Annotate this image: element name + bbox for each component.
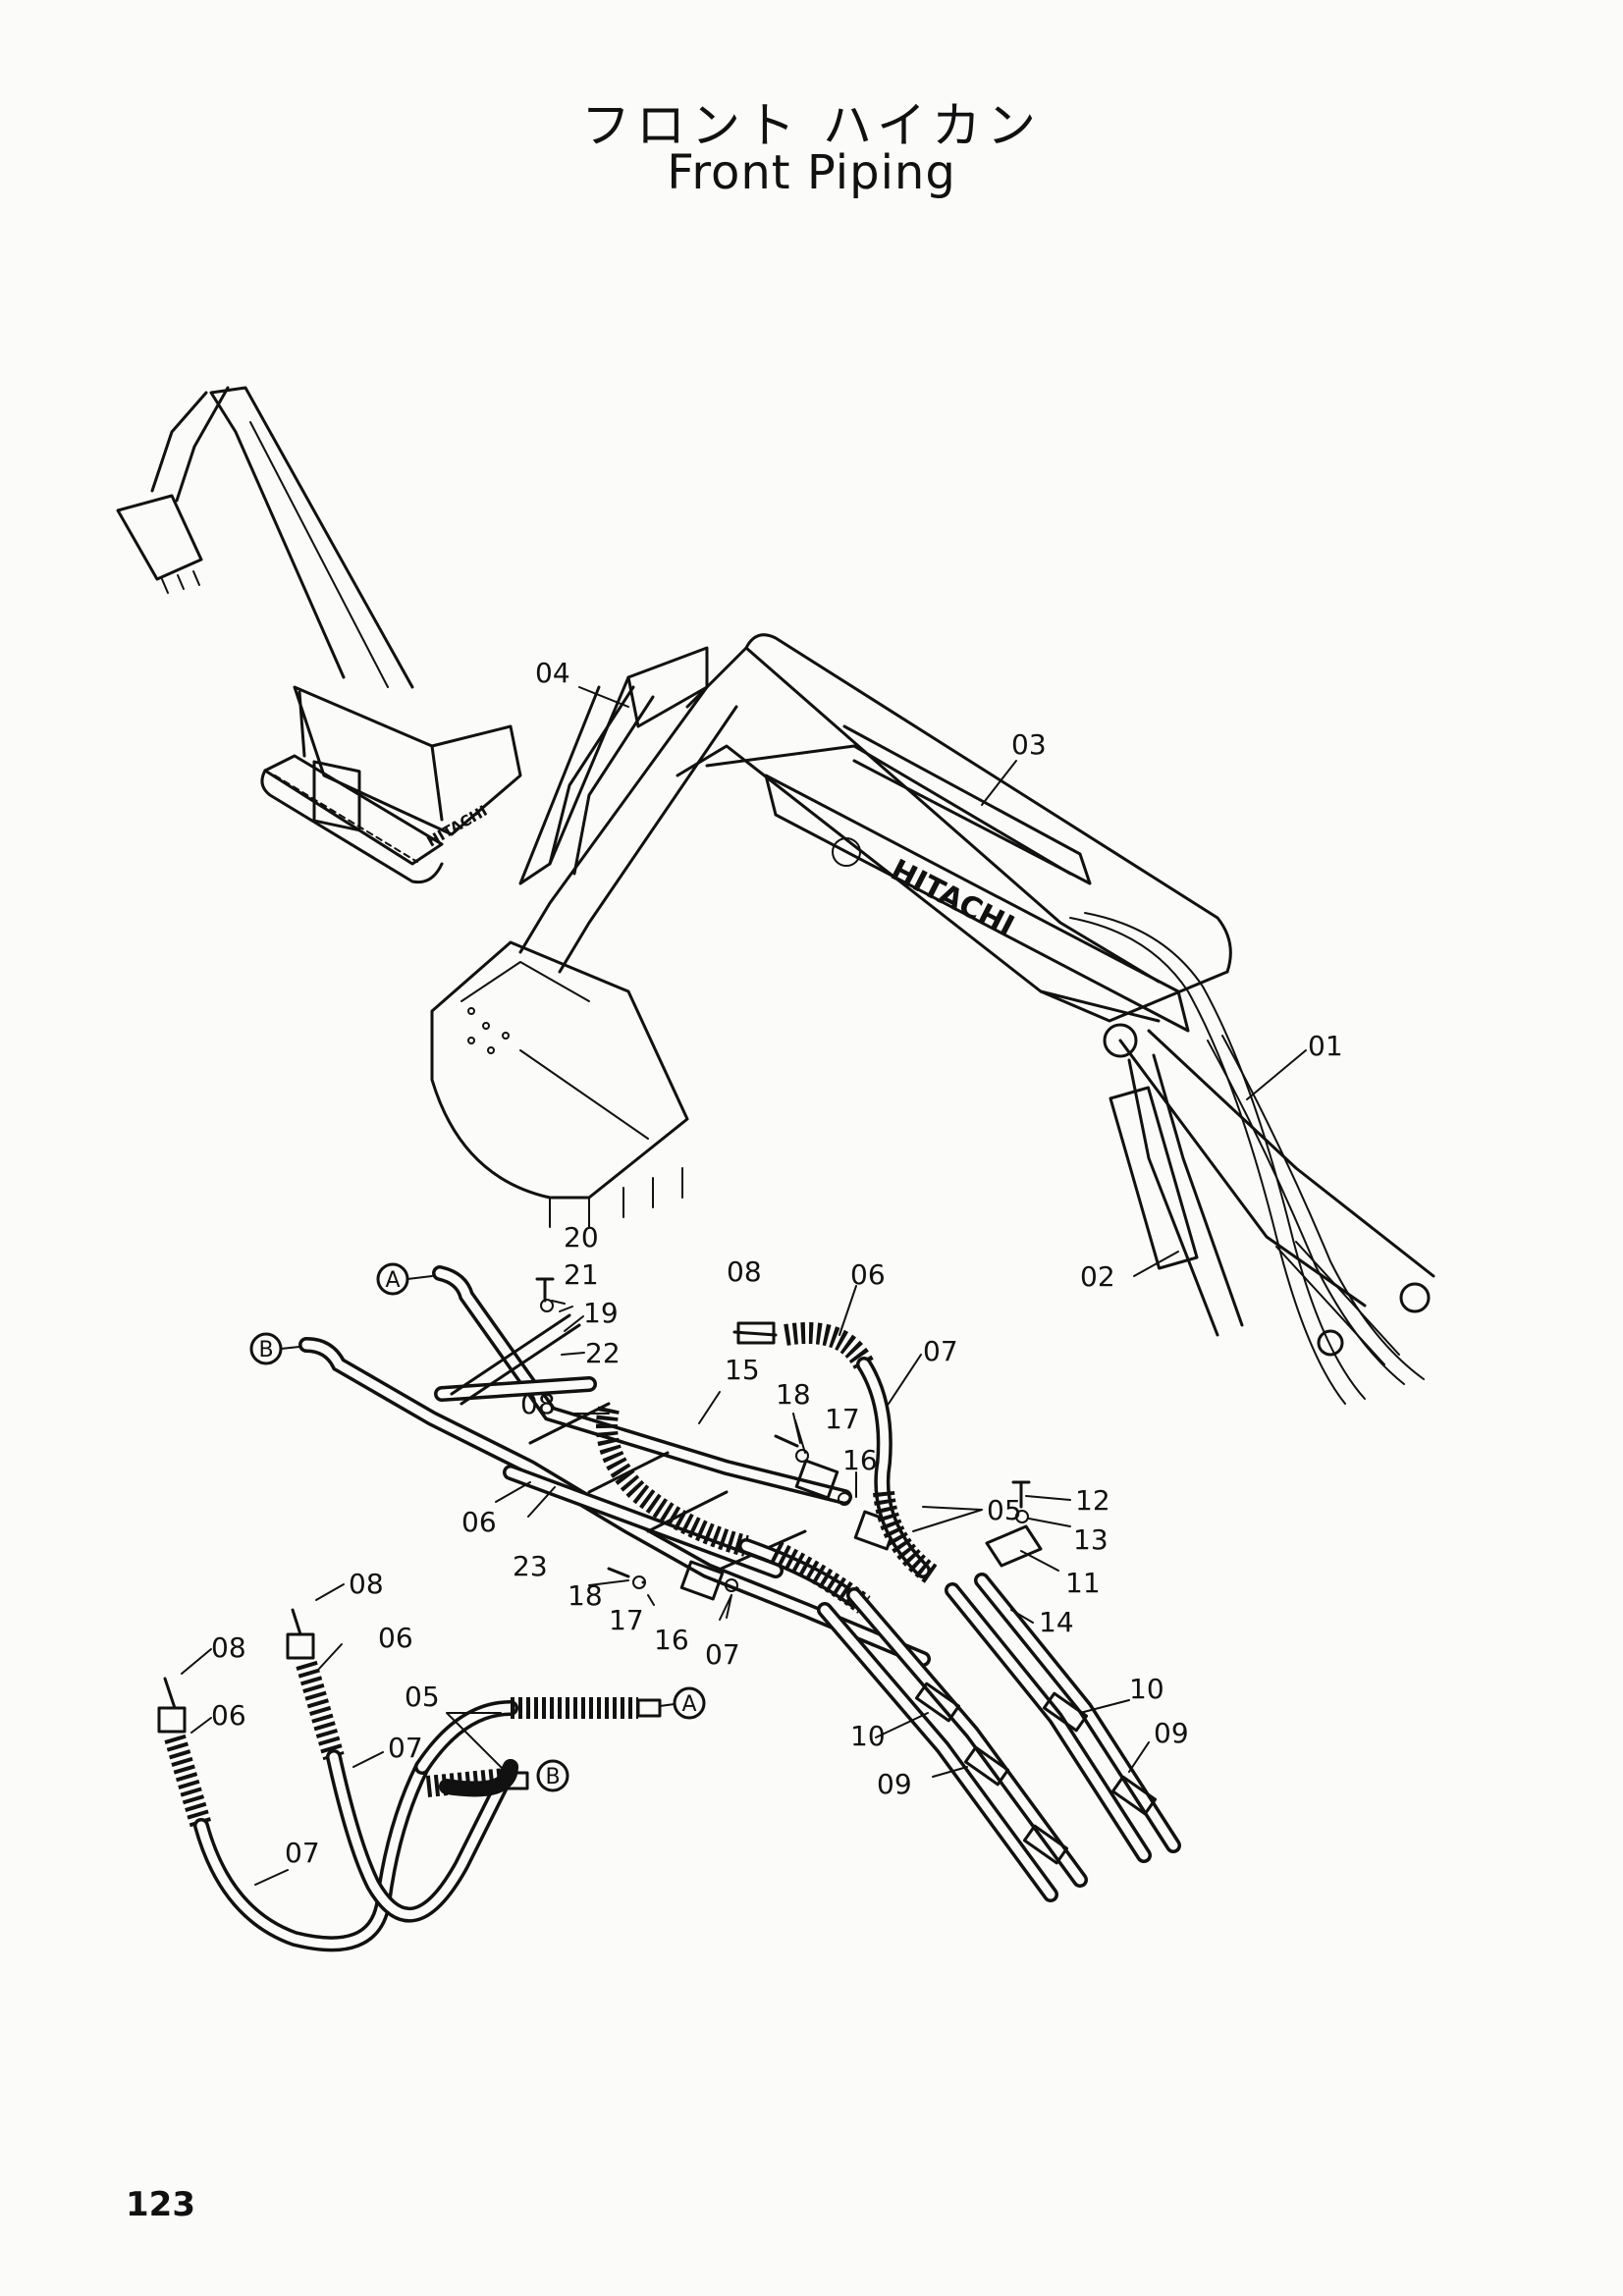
callout-17-left: 17 (609, 1604, 644, 1636)
callout-06-lower-left: 06 (211, 1699, 246, 1732)
callout-18-right: 18 (776, 1378, 811, 1411)
callout-06-lower-right: 06 (378, 1622, 413, 1654)
callout-07-lower-left: 07 (285, 1837, 320, 1869)
svg-text:A: A (385, 1268, 400, 1293)
callout-09-right: 09 (1154, 1717, 1189, 1749)
page-number: 123 (126, 2185, 195, 2224)
callout-06-mid: 06 (461, 1506, 497, 1538)
callout-05-right: 05 (987, 1494, 1022, 1526)
callout-05-lower: 05 (405, 1681, 440, 1713)
connection-marker-b-lower: B (536, 1759, 569, 1792)
callout-09-left: 09 (877, 1768, 912, 1800)
svg-text:B: B (258, 1338, 273, 1362)
callout-16-left: 16 (654, 1624, 689, 1656)
callout-12: 12 (1075, 1484, 1110, 1517)
callout-15: 15 (725, 1354, 760, 1386)
connection-marker-a-upper: A (376, 1262, 433, 1296)
callout-16-right: 16 (842, 1444, 878, 1476)
callout-08-mid: 08 (520, 1388, 556, 1420)
callout-07-lower-right: 07 (388, 1732, 423, 1764)
callout-22: 22 (585, 1337, 621, 1369)
callout-02: 02 (1080, 1260, 1115, 1293)
callout-13: 13 (1073, 1523, 1109, 1556)
callout-23: 23 (513, 1550, 548, 1582)
callout-14: 14 (1039, 1606, 1074, 1638)
connection-marker-a-lower: A (659, 1686, 706, 1720)
svg-text:A: A (681, 1692, 696, 1717)
callout-06-upper: 06 (850, 1258, 886, 1291)
callout-10-right: 10 (1129, 1673, 1164, 1705)
callout-03: 03 (1011, 728, 1047, 761)
callout-08-lower-right: 08 (349, 1568, 384, 1600)
callout-17-right: 17 (825, 1403, 860, 1435)
callout-07-mid: 07 (705, 1638, 740, 1671)
connection-marker-b-upper: B (249, 1332, 300, 1365)
callout-10-left: 10 (850, 1720, 886, 1752)
callout-08-lower-left: 08 (211, 1631, 246, 1664)
svg-text:B: B (545, 1765, 560, 1789)
callout-leader-lines (181, 686, 1307, 1886)
page-title-english: Front Piping (667, 145, 956, 200)
callout-01: 01 (1308, 1030, 1343, 1062)
page-title-japanese: フロント ハイカン (581, 97, 1042, 154)
excavator-overview-illustration: HITACHI (116, 386, 522, 884)
callout-21: 21 (564, 1258, 599, 1291)
callout-11: 11 (1065, 1567, 1101, 1599)
callout-20: 20 (564, 1221, 599, 1254)
callout-18-left: 18 (568, 1579, 603, 1612)
callout-04: 04 (535, 657, 570, 689)
callout-19: 19 (583, 1297, 619, 1329)
part-callouts: 04 03 01 02 20 21 19 22 08 06 07 08 15 1… (211, 657, 1343, 1869)
callout-08-upper: 08 (727, 1255, 762, 1288)
callout-07-upper: 07 (923, 1335, 958, 1367)
piping-assembly-illustration (157, 1265, 1181, 1952)
